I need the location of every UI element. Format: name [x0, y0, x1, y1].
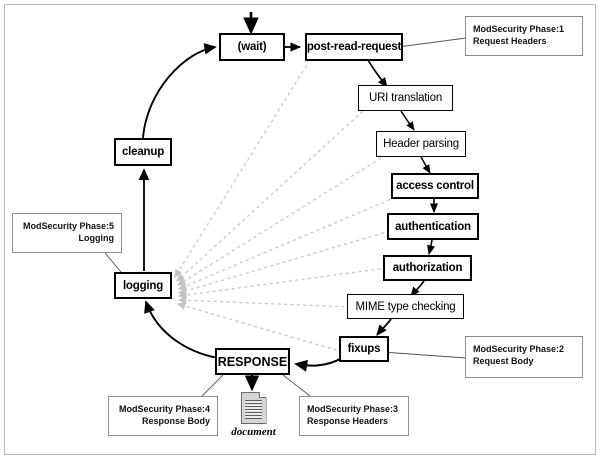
callout-phase5-line1: ModSecurity Phase:5 — [22, 221, 114, 231]
node-uri-translation[interactable]: URI translation — [358, 85, 453, 111]
callout-phase4-line2: Response Body — [141, 416, 210, 426]
edge-header-parsing-to-access-control — [420, 156, 431, 174]
callout-phase1-line1: ModSecurity Phase:1 — [473, 24, 565, 34]
node-uri-translation-label: URI translation — [368, 92, 443, 104]
callout-phase2-line2: Request Body — [473, 356, 534, 366]
node-wait[interactable]: (wait) — [219, 33, 285, 61]
callout-phase3-line1: ModSecurity Phase:3 — [307, 404, 399, 414]
node-post-read-request-label: post-read-request — [306, 41, 402, 53]
leader-phase2 — [381, 351, 467, 359]
callout-phase4: ModSecurity Phase:4 Response Body — [108, 396, 218, 436]
callout-phase4-line1: ModSecurity Phase:4 — [118, 404, 210, 414]
edge-cleanup-to-wait — [142, 43, 217, 139]
callout-phase2: ModSecurity Phase:2 Request Body — [465, 336, 583, 378]
node-mime-type-checking-label: MIME type checking — [355, 300, 456, 313]
edge-post-read-request-to-uri-translation — [367, 59, 388, 88]
dashed-mime-type-checking-to-logging — [177, 296, 352, 308]
dashed-access-control-to-logging — [177, 196, 397, 290]
callout-phase1-line2: Request Headers — [473, 36, 547, 46]
document-icon-fold — [258, 392, 267, 398]
edge-mime-type-checking-to-fixups — [376, 318, 392, 336]
node-header-parsing[interactable]: Header parsing — [376, 131, 466, 157]
dashed-fixups-to-logging — [176, 302, 344, 353]
node-authentication-label: authentication — [395, 220, 471, 233]
dashed-edges-to-logging — [174, 59, 397, 353]
node-access-control[interactable]: access control — [391, 173, 479, 199]
document-icon-lines — [244, 400, 262, 419]
dashed-uri-translation-to-logging — [176, 110, 364, 282]
node-fixups-label: fixups — [347, 343, 381, 355]
node-logging[interactable]: logging — [114, 272, 172, 299]
dashed-authentication-to-logging — [177, 230, 391, 295]
callout-phase3: ModSecurity Phase:3 Response Headers — [299, 396, 409, 436]
edge-fixups-to-response — [294, 357, 343, 372]
node-authorization[interactable]: authorization — [383, 255, 472, 281]
node-header-parsing-label: Header parsing — [383, 138, 459, 150]
callout-leaders — [104, 37, 467, 397]
callout-phase1: ModSecurity Phase:1 Request Headers — [465, 16, 583, 56]
leader-phase3 — [282, 374, 311, 397]
node-response[interactable]: RESPONSE — [215, 348, 290, 375]
dashed-post-read-request-to-logging — [174, 59, 311, 279]
document-label: document — [231, 426, 276, 438]
node-logging-label: logging — [122, 279, 164, 292]
edge-uri-translation-to-header-parsing — [400, 110, 415, 131]
dashed-header-parsing-to-logging — [176, 157, 382, 286]
node-fixups[interactable]: fixups — [339, 336, 389, 362]
edge-response-to-logging — [144, 300, 219, 359]
node-authorization-label: authorization — [392, 262, 463, 274]
edge-authentication-to-authorization — [427, 239, 436, 255]
callout-phase2-line1: ModSecurity Phase:2 — [473, 344, 565, 354]
leader-phase4 — [201, 374, 224, 397]
document-node: document — [231, 392, 276, 438]
dashed-authorization-to-logging — [177, 267, 388, 299]
document-icon — [240, 392, 270, 427]
node-access-control-label: access control — [396, 180, 474, 192]
leader-phase1 — [397, 37, 467, 48]
node-mime-type-checking[interactable]: MIME type checking — [347, 294, 464, 319]
callout-phase3-line2: Response Headers — [307, 416, 389, 426]
callout-phase5: ModSecurity Phase:5 Logging — [12, 213, 122, 253]
callout-phase5-line2: Logging — [78, 233, 115, 243]
node-post-read-request[interactable]: post-read-request — [305, 33, 403, 61]
node-wait-label: (wait) — [237, 41, 267, 53]
node-response-label: RESPONSE — [217, 354, 288, 369]
leader-phase5 — [104, 252, 122, 273]
node-cleanup-label: cleanup — [121, 146, 165, 158]
node-cleanup[interactable]: cleanup — [114, 138, 172, 166]
node-authentication[interactable]: authentication — [387, 213, 479, 240]
